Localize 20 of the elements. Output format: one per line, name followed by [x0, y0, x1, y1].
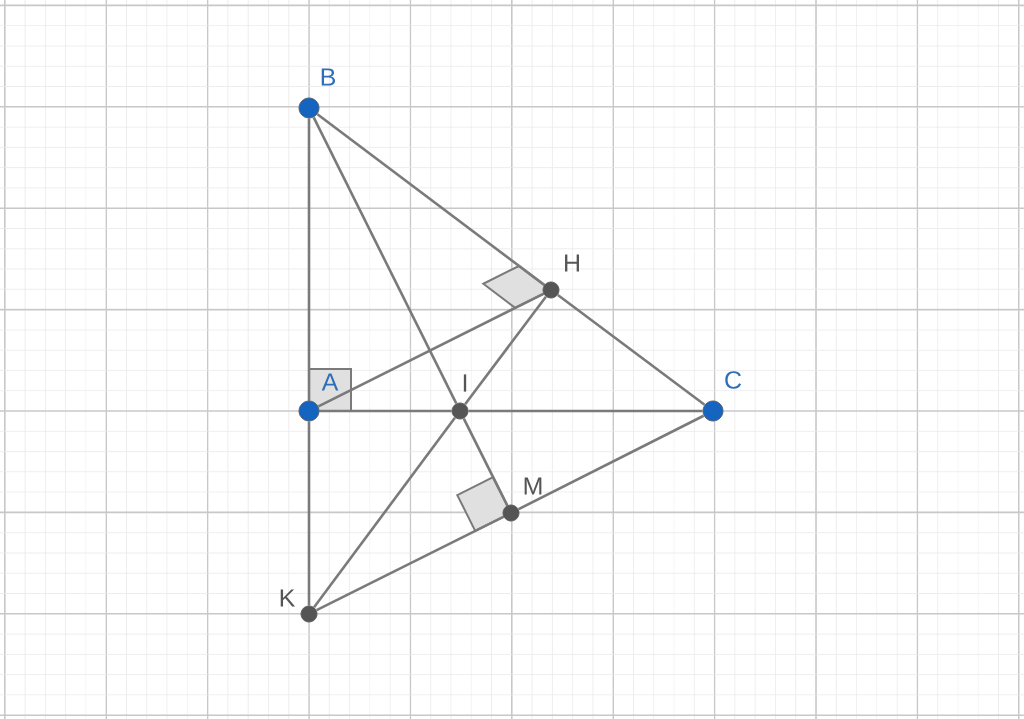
line-segment [313, 417, 456, 608]
line-segment [317, 292, 544, 408]
point-label: B [321, 68, 336, 86]
line-segment [312, 116, 458, 404]
line-segment [464, 296, 547, 405]
point-label: K [280, 589, 296, 607]
line-segment [319, 409, 452, 413]
point-label: C [725, 371, 742, 389]
line-segment [316, 113, 545, 286]
point-label: M [524, 477, 542, 495]
line-segment [307, 421, 311, 606]
line-segment [468, 409, 703, 413]
line-segment [557, 294, 706, 406]
line-segment [518, 414, 705, 511]
line-segment [316, 515, 504, 612]
point-label: I [463, 374, 467, 392]
line-segment [462, 418, 509, 506]
point-label: A [321, 373, 339, 391]
point-label: H [565, 254, 579, 272]
line-segment [307, 118, 311, 401]
